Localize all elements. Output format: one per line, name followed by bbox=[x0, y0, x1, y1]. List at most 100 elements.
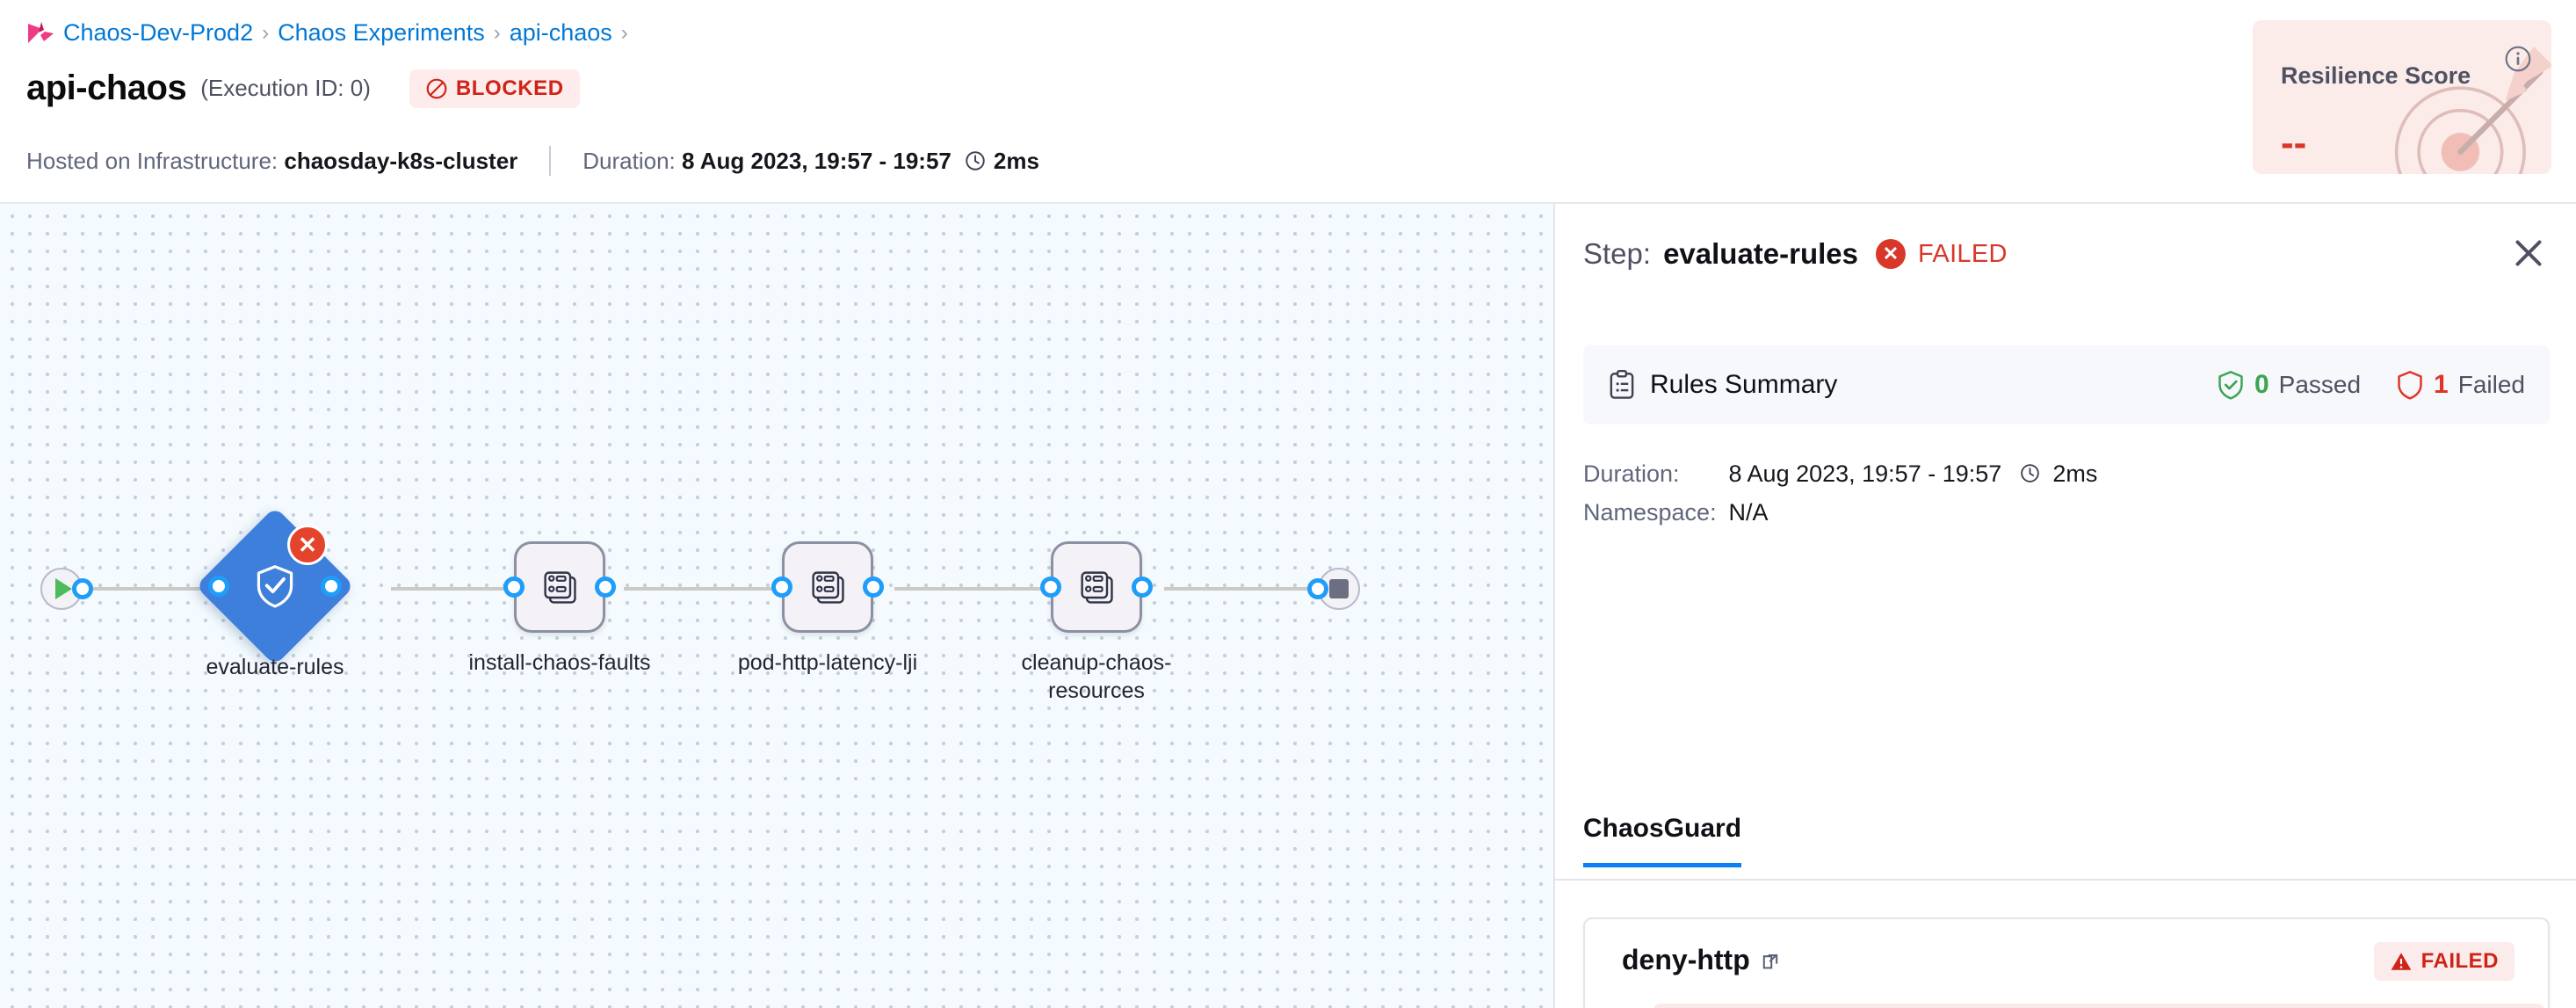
infrastructure-value: chaosday-k8s-cluster bbox=[284, 147, 518, 174]
meta-divider bbox=[549, 146, 552, 176]
detail-duration-value: 8 Aug 2023, 19:57 - 19:57 bbox=[1728, 460, 2002, 487]
diamond-shape bbox=[195, 506, 355, 666]
clock-icon bbox=[966, 151, 985, 170]
pipeline-canvas[interactable]: ✕ evaluate-rules install-chaos-faults bbox=[0, 204, 1553, 1008]
ban-icon bbox=[426, 78, 447, 98]
cleanup-chaos-resources-output-port[interactable] bbox=[1132, 577, 1153, 598]
edge-start-to-evaluate bbox=[81, 587, 235, 591]
info-icon[interactable] bbox=[2504, 45, 2532, 73]
rule-status-badge: FAILED bbox=[2373, 942, 2514, 981]
resilience-score-title: Resilience Score bbox=[2281, 62, 2471, 89]
breadcrumb-separator: › bbox=[493, 20, 501, 45]
edge-evaluate-to-install bbox=[391, 587, 514, 591]
stop-icon bbox=[1329, 579, 1349, 598]
duration-ms: 2ms bbox=[993, 147, 1039, 174]
pipeline-node-label: install-chaos-faults bbox=[468, 650, 651, 675]
resilience-score-value: -- bbox=[2281, 121, 2307, 164]
rules-summary-title-group: Rules Summary bbox=[1608, 370, 1837, 400]
page-title: api-chaos bbox=[26, 69, 187, 107]
close-icon[interactable] bbox=[2511, 236, 2546, 271]
pipeline-node-label: pod-http-latency-lji bbox=[737, 650, 918, 675]
harness-logo-icon bbox=[28, 21, 54, 43]
node-body bbox=[1051, 541, 1142, 633]
chaos-faults-icon bbox=[544, 571, 576, 604]
rules-failed-count: 1 bbox=[2434, 370, 2449, 399]
shield-outline-icon bbox=[2398, 371, 2422, 400]
rules-failed-stat: 1 Failed bbox=[2396, 370, 2525, 400]
error-x-icon: ✕ bbox=[1876, 239, 1907, 269]
end-node-input-port[interactable] bbox=[1307, 578, 1328, 599]
rule-card-header: deny-http FAILED bbox=[1585, 919, 2548, 1002]
play-icon bbox=[55, 578, 72, 599]
detail-duration-ms: 2ms bbox=[2052, 460, 2098, 487]
pod-http-latency-lji-output-port[interactable] bbox=[863, 577, 884, 598]
node-body bbox=[514, 541, 605, 633]
step-label: Step: bbox=[1583, 237, 1652, 270]
execution-id: (Execution ID: 0) bbox=[200, 75, 371, 101]
warning-triangle-icon bbox=[2391, 953, 2412, 970]
panel-header: Step: evaluate-rules ✕ FAILED bbox=[1555, 204, 2576, 308]
rules-summary-stats: 0 Passed 1 Failed bbox=[2217, 370, 2525, 400]
edge-latency-to-cleanup bbox=[894, 587, 1053, 591]
shield-check-icon bbox=[2218, 371, 2243, 400]
panel-title: Step: evaluate-rules ✕ FAILED bbox=[1583, 237, 2008, 271]
rules-failed-label: Failed bbox=[2457, 371, 2525, 398]
external-link-icon[interactable] bbox=[1760, 950, 1781, 971]
detail-duration-row: Duration: 8 Aug 2023, 19:57 - 19:57 2ms bbox=[1583, 460, 2097, 488]
execution-meta: Hosted on Infrastructure: chaosday-k8s-c… bbox=[26, 146, 1039, 176]
chaos-faults-icon bbox=[812, 571, 844, 604]
pipeline-node-pod-http-latency-lji[interactable]: pod-http-latency-lji bbox=[738, 541, 917, 675]
clipboard-icon bbox=[1610, 370, 1634, 399]
detail-namespace-row: Namespace: N/A bbox=[1583, 499, 1769, 526]
status-badge: BLOCKED bbox=[409, 69, 580, 108]
step-details-panel: Step: evaluate-rules ✕ FAILED Rules Summ… bbox=[1553, 204, 2576, 1008]
pod-http-latency-lji-input-port[interactable] bbox=[771, 577, 792, 598]
rules-passed-stat: 0 Passed bbox=[2217, 370, 2361, 400]
pipeline-end-node[interactable] bbox=[1307, 568, 1360, 610]
rule-card-deny-http: deny-http FAILED bbox=[1583, 917, 2550, 1008]
install-chaos-faults-output-port[interactable] bbox=[595, 577, 616, 598]
tab-chaosguard[interactable]: ChaosGuard bbox=[1583, 814, 1742, 867]
clock-icon bbox=[2020, 464, 2039, 482]
pipeline-node-cleanup-chaos-resources[interactable]: cleanup-chaos-resources bbox=[1022, 541, 1171, 703]
breadcrumb-item-0[interactable]: Chaos-Dev-Prod2 bbox=[63, 19, 254, 46]
detail-duration-key: Duration: bbox=[1583, 460, 1680, 487]
step-status: FAILED bbox=[1918, 239, 2008, 268]
pipeline-node-label: cleanup-chaos-resources bbox=[1021, 650, 1172, 703]
cleanup-chaos-resources-input-port[interactable] bbox=[1040, 577, 1061, 598]
edge-install-to-latency bbox=[624, 587, 780, 591]
infrastructure-label: Hosted on Infrastructure: bbox=[26, 147, 279, 174]
conditions-failed-alert: 1/1 Conditions Failed The rule has faile… bbox=[1653, 1004, 2544, 1008]
evaluate-rules-output-port[interactable] bbox=[321, 576, 342, 597]
title-row: api-chaos (Execution ID: 0) BLOCKED bbox=[26, 69, 580, 108]
pipeline-start-node[interactable] bbox=[40, 568, 93, 610]
target-arrow-icon bbox=[2394, 46, 2551, 174]
breadcrumb-item-2[interactable]: api-chaos bbox=[509, 19, 612, 46]
shield-check-icon bbox=[219, 530, 331, 642]
pipeline-node-label: evaluate-rules bbox=[206, 655, 344, 679]
breadcrumb-separator: › bbox=[262, 20, 270, 45]
edge-cleanup-to-end bbox=[1164, 587, 1327, 591]
page-header: Chaos-Dev-Prod2 › Chaos Experiments › ap… bbox=[0, 0, 2576, 204]
rule-name-group: deny-http bbox=[1622, 944, 1781, 976]
duration-value: 8 Aug 2023, 19:57 - 19:57 bbox=[682, 147, 952, 174]
panel-tabs: ChaosGuard bbox=[1555, 805, 2576, 881]
detail-namespace-value: N/A bbox=[1728, 499, 1769, 526]
rules-summary-card: Rules Summary 0 Passed 1 Failed bbox=[1583, 345, 2550, 424]
rules-passed-label: Passed bbox=[2278, 371, 2362, 398]
breadcrumb-separator-trailing: › bbox=[620, 20, 628, 45]
rule-name: deny-http bbox=[1622, 944, 1750, 975]
breadcrumb-item-1[interactable]: Chaos Experiments bbox=[278, 19, 485, 46]
install-chaos-faults-input-port[interactable] bbox=[503, 577, 525, 598]
pipeline-node-evaluate-rules[interactable]: ✕ evaluate-rules bbox=[195, 506, 355, 679]
step-name: evaluate-rules bbox=[1663, 237, 1859, 270]
detail-namespace-key: Namespace: bbox=[1583, 499, 1717, 526]
duration-label: Duration: bbox=[582, 147, 676, 174]
start-node-output-port[interactable] bbox=[72, 578, 93, 599]
evaluate-rules-input-port[interactable] bbox=[208, 576, 229, 597]
breadcrumb: Chaos-Dev-Prod2 › Chaos Experiments › ap… bbox=[26, 19, 628, 47]
pipeline-node-install-chaos-faults[interactable]: install-chaos-faults bbox=[468, 541, 651, 675]
node-body bbox=[782, 541, 873, 633]
rules-summary-label: Rules Summary bbox=[1650, 370, 1838, 399]
